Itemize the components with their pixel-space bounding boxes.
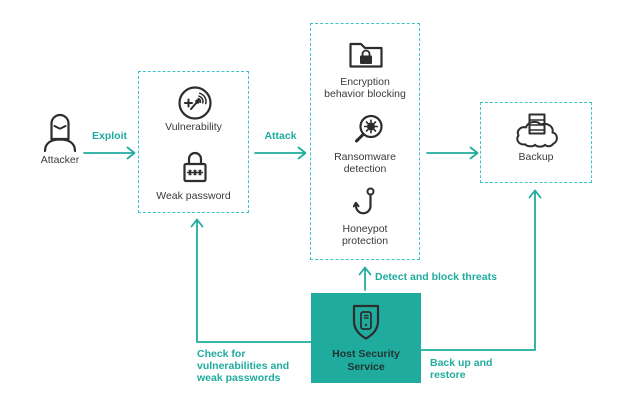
weak-password-label: Weak password [156,190,231,202]
shield-server-icon [352,304,380,341]
ransomware-detection-icon [352,114,384,146]
weak-password-lock-icon [182,149,208,185]
attacker-icon [40,111,80,153]
to-backup-arrow [426,146,479,160]
encryption-folder-lock-icon [349,41,383,68]
detect-block-threats-label: Detect and block threats [375,271,497,283]
vulnerability-group-box: Vulnerability Weak password [138,71,249,213]
ransomware-detection-label: Ransomware detection [334,151,396,175]
detect-block-arrow [358,266,372,291]
exploit-flow-label: Exploit [91,130,127,142]
host-security-service-label: Host Security Service [332,348,400,373]
backup-group-box: Backup [480,102,592,183]
honeypot-hook-icon [353,187,379,222]
vulnerability-scan-icon [177,85,213,121]
check-vulnerabilities-path [190,218,312,343]
backup-restore-label: Back up and restore [430,357,493,381]
protection-group-box: Encryption behavior blocking Ransomware … [310,23,420,260]
check-vulnerabilities-label: Check for vulnerabilities and weak passw… [197,348,290,384]
honeypot-protection-label: Honeypot protection [341,223,389,247]
encryption-blocking-label: Encryption behavior blocking [324,76,406,100]
backup-label: Backup [518,151,554,163]
vulnerability-label: Vulnerability [165,121,222,133]
backup-cloud-icon [513,113,561,149]
attacker-label: Attacker [40,154,80,166]
host-security-service-box: Host Security Service [311,293,421,383]
attack-flow-label: Attack [264,130,297,142]
attack-arrow [254,146,307,160]
